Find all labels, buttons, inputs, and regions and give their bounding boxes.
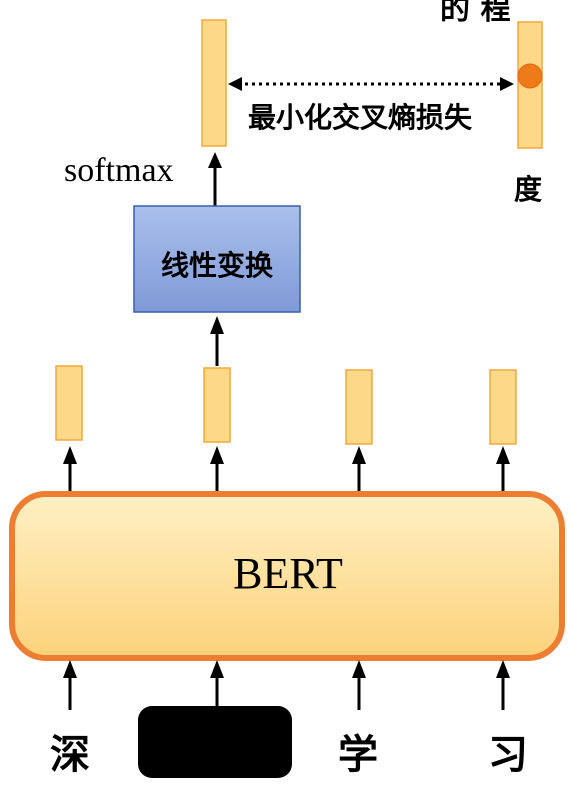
token-0: 深 xyxy=(50,732,90,778)
linear-transform-label: 线性变换 xyxy=(160,249,273,282)
masked-token-block xyxy=(138,706,292,778)
bert-input-arrows xyxy=(63,660,510,710)
hidden-vector-1 xyxy=(203,367,231,443)
loss-arrow-right xyxy=(500,77,514,91)
softmax-label: softmax xyxy=(64,152,174,189)
token-2: 学 xyxy=(338,732,378,778)
arrow-vec-to-linear-head xyxy=(210,316,224,334)
loss-label: 最小化交叉熵损失 xyxy=(248,101,473,134)
hidden-vector-2 xyxy=(345,369,373,445)
loss-arrow-left xyxy=(228,77,242,91)
target-char-label: 度 xyxy=(514,173,543,206)
top-right-partial-text: 的 程 xyxy=(440,0,511,27)
target-dot xyxy=(517,63,543,89)
output-vector xyxy=(201,19,227,147)
hidden-vector-0 xyxy=(55,365,83,441)
arrow-linear-to-output-head xyxy=(208,152,222,168)
linear-transform-box xyxy=(133,205,301,313)
bert-label: BERT xyxy=(233,549,343,598)
hidden-vector-3 xyxy=(489,369,517,445)
bert-output-arrows xyxy=(63,446,510,494)
bert-box xyxy=(9,491,565,661)
token-3: 习 xyxy=(488,732,528,778)
